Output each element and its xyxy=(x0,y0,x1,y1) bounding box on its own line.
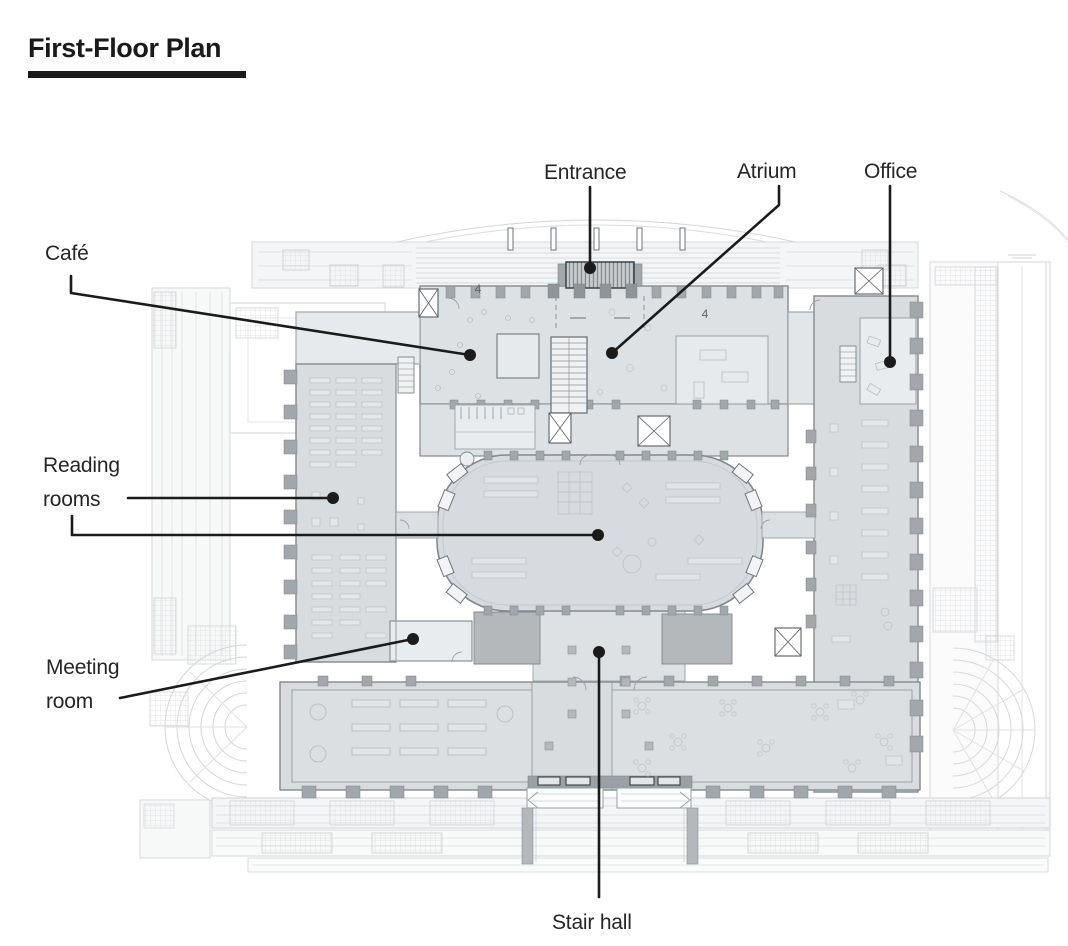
round-table-clusters xyxy=(633,691,893,777)
south-pilasters xyxy=(301,675,897,799)
south-steps xyxy=(521,775,699,865)
stair-hall-columns xyxy=(544,645,654,751)
south-garden-bands xyxy=(139,797,1051,873)
atrium-leader-line xyxy=(610,184,781,355)
west-exedra xyxy=(149,625,248,810)
entrance-leader-dot xyxy=(584,262,596,274)
cafe-furniture xyxy=(435,309,540,399)
west-corridor xyxy=(395,511,439,539)
page-title: First-Floor Plan xyxy=(28,33,222,63)
east-grounds xyxy=(929,261,1051,853)
northeast-office-furniture xyxy=(693,335,890,399)
title-underline xyxy=(28,71,246,78)
reading-rooms-leader-line-2 xyxy=(70,514,600,537)
reading-rooms-leader-dot-2 xyxy=(592,529,604,541)
south-room-east xyxy=(611,689,913,783)
forecourt-arc xyxy=(391,219,801,244)
west-wing-furniture xyxy=(309,377,387,639)
meeting-room-leader-dot xyxy=(407,633,419,645)
grand-stair xyxy=(550,336,588,414)
leader-lines xyxy=(69,184,896,899)
east-wing-furniture xyxy=(829,419,893,643)
entrance-portico xyxy=(555,261,645,332)
southwest-stair-block xyxy=(473,611,541,665)
atrium-leader-dot xyxy=(606,347,618,359)
west-pilasters xyxy=(283,369,298,660)
north-colonnade xyxy=(445,283,784,299)
southeast-stair-block xyxy=(661,613,733,665)
site-plan xyxy=(139,190,1068,873)
cafe-leader-line xyxy=(69,274,472,357)
corner-road-arc xyxy=(999,190,1068,241)
building: 4 4 xyxy=(279,261,924,865)
south-east-room-furniture xyxy=(633,691,903,777)
forecourt-posts xyxy=(507,227,686,251)
office-leader-dot xyxy=(884,356,896,368)
atrium-furniture xyxy=(597,308,668,395)
label-cafe: Café xyxy=(45,242,89,265)
label-entrance: Entrance xyxy=(544,161,627,184)
gallery-columns xyxy=(449,399,780,410)
room-number: 4 xyxy=(702,307,709,321)
restrooms xyxy=(454,404,536,450)
meeting-room-leader-line xyxy=(118,637,415,700)
stair-hall-area xyxy=(532,610,686,682)
reading-rooms-leader-dot-1 xyxy=(327,492,339,504)
elevators xyxy=(418,267,884,657)
label-atrium: Atrium xyxy=(737,160,797,183)
label-stair-hall: Stair hall xyxy=(552,911,632,934)
hall-furniture xyxy=(471,471,743,581)
east-pilasters xyxy=(805,301,924,753)
label-meeting-room: Meeting room xyxy=(46,656,120,713)
west-wing xyxy=(295,363,397,663)
west-grounds xyxy=(151,287,386,661)
label-reading-rooms: Reading rooms xyxy=(43,454,120,511)
east-exedra xyxy=(952,647,1036,813)
secondary-stairs xyxy=(397,345,857,394)
room-number: 4 xyxy=(475,282,482,296)
cafe-leader-dot xyxy=(464,349,476,361)
label-office: Office xyxy=(864,160,918,183)
office-room xyxy=(859,317,917,405)
stair-hall-leader-dot xyxy=(593,646,605,658)
hall-columns xyxy=(483,450,729,616)
south-west-room-furniture xyxy=(309,699,514,763)
door-arcs xyxy=(399,297,821,691)
